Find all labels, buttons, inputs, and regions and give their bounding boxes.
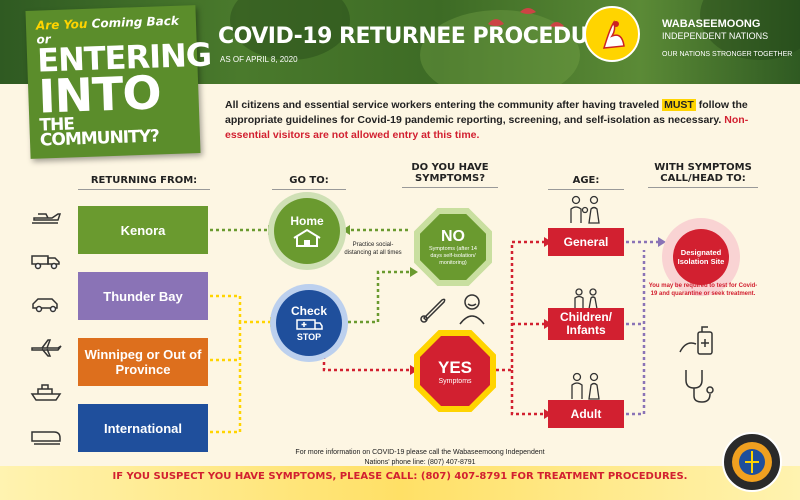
org-name: WABASEEMOONG bbox=[662, 18, 761, 30]
col-age: AGE: bbox=[548, 175, 624, 190]
date-stamp: AS OF APRIL 8, 2020 bbox=[220, 55, 298, 64]
isolation-site-label: Designated Isolation Site bbox=[673, 229, 729, 285]
intro-text: All citizens and essential service worke… bbox=[225, 98, 770, 143]
adults-icon bbox=[571, 372, 600, 400]
title-box: Are You Coming Back or ENTERING INTO THE… bbox=[25, 5, 212, 159]
yes-label: YES bbox=[437, 357, 473, 377]
return-thunder-bay: Thunder Bay bbox=[78, 272, 208, 320]
intro-warning: Non-essential visitors are not allowed e… bbox=[225, 114, 749, 141]
birds-icon bbox=[488, 8, 564, 28]
ambulance-icon bbox=[296, 319, 323, 330]
col-goto: GO TO: bbox=[272, 175, 346, 190]
stop-label: STOP bbox=[296, 332, 322, 342]
org-sub: INDEPENDENT NATIONS bbox=[662, 31, 769, 41]
house-icon bbox=[293, 228, 321, 247]
home-circle: Home bbox=[274, 198, 340, 264]
airplane-icon bbox=[31, 339, 62, 357]
car-icon bbox=[32, 298, 58, 313]
org-tagline: OUR NATIONS STRONGER TOGETHER bbox=[662, 51, 793, 58]
intro-must: MUST bbox=[662, 99, 696, 111]
yes-symptoms-octagon: YES Symptoms bbox=[414, 330, 496, 412]
stethoscope-icon bbox=[685, 370, 714, 403]
footer-bar bbox=[0, 466, 800, 500]
age-general: General bbox=[548, 228, 624, 256]
isolation-site-circle: Designated Isolation Site bbox=[662, 218, 740, 296]
intro-part1: All citizens and essential service worke… bbox=[225, 99, 663, 111]
isolation-note: You may be required to test for Covid-19… bbox=[648, 283, 758, 297]
sick-person-icon bbox=[459, 294, 485, 325]
snowmobile-icon bbox=[32, 213, 62, 224]
col-with-symptoms: WITH SYMPTOMS CALL/HEAD TO: bbox=[648, 162, 758, 188]
age-adult: Adult bbox=[548, 400, 624, 428]
family-icon bbox=[570, 195, 600, 224]
ship-icon bbox=[30, 384, 62, 401]
footer-info: For more information on COVID-19 please … bbox=[295, 449, 545, 466]
check-stop-circle: Check STOP bbox=[276, 290, 342, 356]
wabaseemoong-seal bbox=[722, 432, 782, 492]
footer-call-warning: IF YOU SUSPECT YOU HAVE SYMPTOMS, PLEASE… bbox=[112, 471, 688, 482]
no-label: NO bbox=[441, 227, 465, 245]
intro-part2: follow the appropriate guidelines for Co… bbox=[225, 99, 748, 126]
return-kenora: Kenora bbox=[78, 206, 208, 254]
home-label: Home bbox=[290, 214, 324, 228]
title-box-line1a: Are You bbox=[35, 16, 88, 33]
practice-note: Practice social-distancing at all times bbox=[344, 242, 402, 256]
return-international: International bbox=[78, 404, 208, 452]
check-label: Check bbox=[290, 304, 328, 318]
col-returning: RETURNING FROM: bbox=[78, 175, 210, 190]
truck-icon bbox=[31, 255, 60, 270]
col-symptoms: DO YOU HAVE SYMPTOMS? bbox=[402, 162, 498, 188]
page-title: COVID-19 RETURNEE PROCEDURES bbox=[218, 24, 635, 49]
age-children: Children/ Infants bbox=[548, 308, 624, 340]
no-sub: Symptoms (after 14 days self-isolation/ … bbox=[429, 245, 477, 266]
no-symptoms-octagon: NO Symptoms (after 14 days self-isolatio… bbox=[414, 208, 492, 286]
sanitizer-icon bbox=[679, 326, 713, 355]
return-winnipeg: Winnipeg or Out of Province bbox=[78, 338, 208, 386]
yes-sub: Symptoms bbox=[438, 377, 472, 385]
children-icon bbox=[574, 288, 598, 310]
thermometer-icon bbox=[420, 298, 446, 323]
community-logo bbox=[584, 6, 640, 62]
title-box-line3: INTO bbox=[37, 65, 162, 125]
train-icon bbox=[31, 431, 61, 445]
